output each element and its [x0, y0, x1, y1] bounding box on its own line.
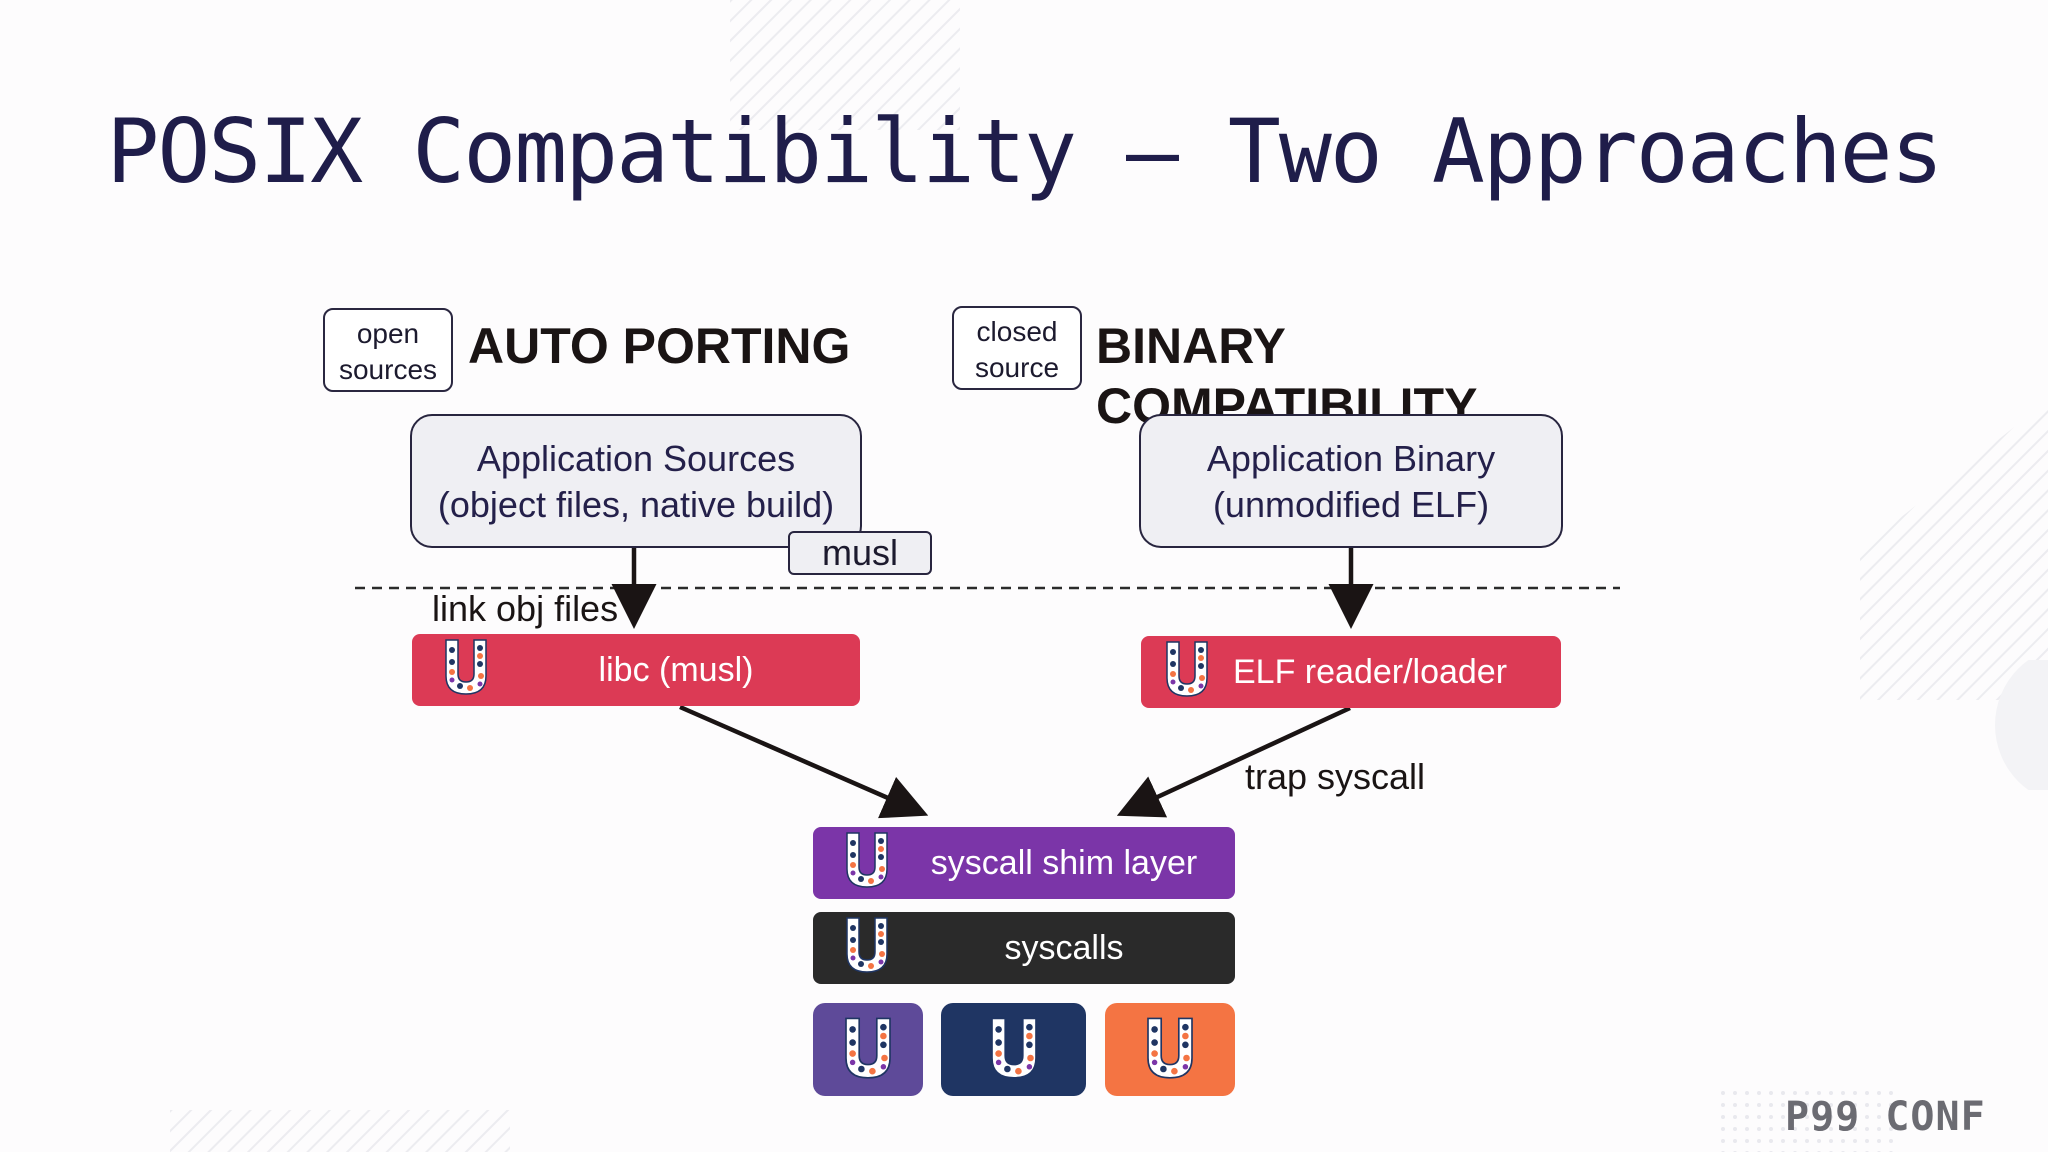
open-sources-tag: open sources [323, 308, 453, 392]
shim-bar-label: syscall shim layer [930, 843, 1198, 882]
unikraft-logo-icon [839, 1014, 897, 1085]
elf-bar-label: ELF reader/loader [1233, 652, 1508, 691]
tag-line-2: source [974, 352, 1060, 383]
link-obj-files-label: link obj files [432, 588, 619, 629]
heading-line-1: BINARY [1096, 318, 1286, 374]
app-box-line-1: Application Sources [476, 438, 796, 479]
syscall-shim-layer-bar: syscall shim layer [813, 827, 1235, 899]
app-box-line-1: Application Binary [1206, 438, 1496, 479]
app-box-line-2: (unmodified ELF) [1212, 484, 1490, 525]
slide-title: POSIX Compatibility – Two Approaches [106, 100, 1943, 203]
tag-line-2: sources [338, 354, 438, 385]
p99-conf-logo: P99 CONF [1785, 1094, 1986, 1140]
tag-line-1: open [356, 318, 420, 349]
libc-musl-bar: libc (musl) [412, 634, 860, 706]
closed-source-tag: closed source [952, 306, 1082, 390]
application-sources-box: Application Sources (object files, nativ… [410, 414, 862, 548]
libc-bar-label: libc (musl) [598, 650, 754, 689]
platform-tile-orange [1105, 1003, 1235, 1096]
app-box-line-2: (object files, native build) [437, 484, 835, 525]
unikraft-logo-icon [440, 636, 492, 705]
application-binary-box: Application Binary (unmodified ELF) [1139, 414, 1563, 548]
trap-syscall-label: trap syscall [1245, 756, 1426, 797]
syscalls-bar-label: syscalls [1004, 928, 1124, 967]
platform-tile-purple [813, 1003, 923, 1096]
arrow-elf-to-shim [1116, 705, 1351, 818]
platform-tile-navy [941, 1003, 1086, 1096]
musl-box: musl [788, 531, 932, 575]
tag-line-1: closed [976, 316, 1058, 347]
elf-reader-loader-bar: ELF reader/loader [1141, 636, 1561, 708]
unikraft-logo-icon [985, 1014, 1043, 1085]
unikraft-logo-icon [841, 914, 893, 983]
unikraft-logo-icon [1141, 1014, 1199, 1085]
syscalls-bar: syscalls [813, 912, 1235, 984]
auto-porting-heading: AUTO PORTING [468, 318, 851, 374]
unikraft-logo-icon [1161, 638, 1213, 707]
unikraft-logo-icon [841, 829, 893, 898]
arrow-libc-to-shim [679, 704, 929, 819]
